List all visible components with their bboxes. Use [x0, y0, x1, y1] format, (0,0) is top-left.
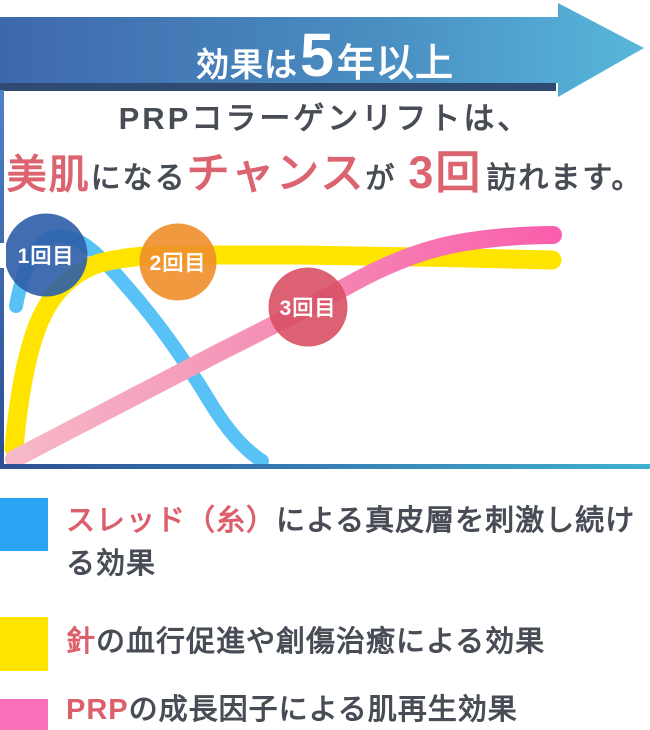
headline-word-3kai: 3回 — [408, 147, 483, 198]
legend-label-prp-rest: の成長因子による肌再生効果 — [128, 694, 518, 726]
annotation-1st-session: 1回目 — [17, 245, 75, 268]
headline-word-chance: チャンス — [186, 150, 366, 198]
legend-label-needle-highlight: 針 — [66, 626, 97, 658]
legend-label-prp-highlight: PRP — [66, 694, 129, 726]
headline-line1: PRPコラーゲンリフトは、 — [118, 101, 532, 136]
headline-word-ga: が — [365, 163, 397, 195]
right-arrow-shape — [0, 3, 644, 97]
headline-line2: 美肌 になる チャンス が 3回 訪れます。 — [0, 150, 650, 196]
legend-label-thread-highlight: スレッド（糸） — [66, 505, 277, 537]
legend-label-needle: 針の血行促進や創傷治癒による効果 — [66, 624, 646, 660]
marker-circle-2 — [139, 223, 217, 301]
chart-x-axis — [0, 464, 650, 469]
headline-word-ninaru: になる — [90, 162, 187, 195]
arrow-banner-graphic — [0, 3, 644, 97]
headline-word-otozuremasu: 訪れます。 — [486, 162, 644, 195]
legend-swatch-prp — [0, 699, 48, 730]
legend-label-thread: スレッド（糸）による真皮層を刺激し続ける効果 — [66, 500, 646, 586]
chart-y-axis — [0, 90, 4, 467]
legend-swatch-thread — [0, 498, 48, 551]
banner-text-suffix: 年以上 — [336, 43, 454, 85]
arrow-shadow-strip — [0, 82, 556, 91]
marker-circle-3 — [268, 267, 348, 347]
legend-label-thread-rest: による真皮層を刺激し続ける効果 — [66, 505, 636, 580]
effect-line-chart — [0, 213, 650, 469]
arrow-banner-label: 効果は 5 年以上 — [0, 0, 650, 100]
annotation-3rd-session: 3回目 — [279, 297, 337, 320]
legend-label-needle-rest: の血行促進や創傷治癒による効果 — [96, 626, 546, 658]
banner-text-number: 5 — [300, 21, 335, 89]
banner-text-prefix: 効果は — [196, 46, 299, 83]
legend-label-prp: PRPの成長因子による肌再生効果 — [66, 692, 646, 728]
legend-swatch-needle — [0, 617, 48, 671]
clipped-bracket-mark — [0, 243, 6, 268]
marker-circle-1 — [4, 213, 88, 297]
headline-word-bihada: 美肌 — [6, 153, 91, 197]
annotation-2nd-session: 2回目 — [149, 252, 207, 275]
